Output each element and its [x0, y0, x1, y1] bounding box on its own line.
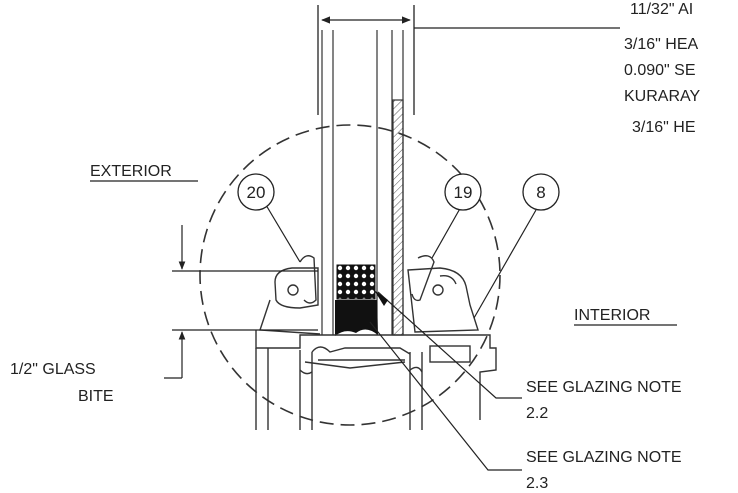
- spec-line-1: 11/32" AI: [630, 1, 693, 18]
- exterior-label: EXTERIOR: [90, 163, 172, 180]
- glass-unit: [321, 30, 404, 336]
- note-a-line-2: 2.2: [526, 405, 548, 422]
- spec-line-2: 3/16" HEA: [624, 36, 698, 53]
- note-b-line-1: SEE GLAZING NOTE: [526, 449, 682, 466]
- secondary-sealant: [335, 300, 378, 336]
- callout-circle-19: [444, 173, 482, 211]
- glass-bite-line-1: 1/2" GLASS: [10, 361, 96, 378]
- spec-line-4: KURARAY: [624, 88, 700, 105]
- callout-8: 8: [536, 183, 545, 202]
- width-dimension: [317, 5, 620, 115]
- spec-line-3: 0.090" SE: [624, 62, 696, 79]
- callout-circle-20: [237, 173, 275, 211]
- frame-extrusion: [255, 330, 497, 430]
- glass-bite-dimension: [164, 225, 318, 379]
- spacer-foam: [336, 264, 376, 300]
- leader-arrowhead: [374, 290, 388, 306]
- glass-bite-line-2: BITE: [78, 388, 114, 405]
- note-b-line-2: 2.3: [526, 475, 548, 492]
- note-a-line-1: SEE GLAZING NOTE: [526, 379, 682, 396]
- callout-20: 20: [247, 183, 266, 202]
- interior-label: INTERIOR: [574, 307, 650, 324]
- spec-line-5: 3/16" HE: [632, 119, 696, 136]
- exterior-gasket: [259, 255, 321, 335]
- detail-circle: [199, 124, 501, 426]
- callout-19: 19: [454, 183, 473, 202]
- interior-gasket: [407, 255, 479, 333]
- callout-circle-8: [522, 173, 560, 211]
- leader-lines: [265, 204, 537, 471]
